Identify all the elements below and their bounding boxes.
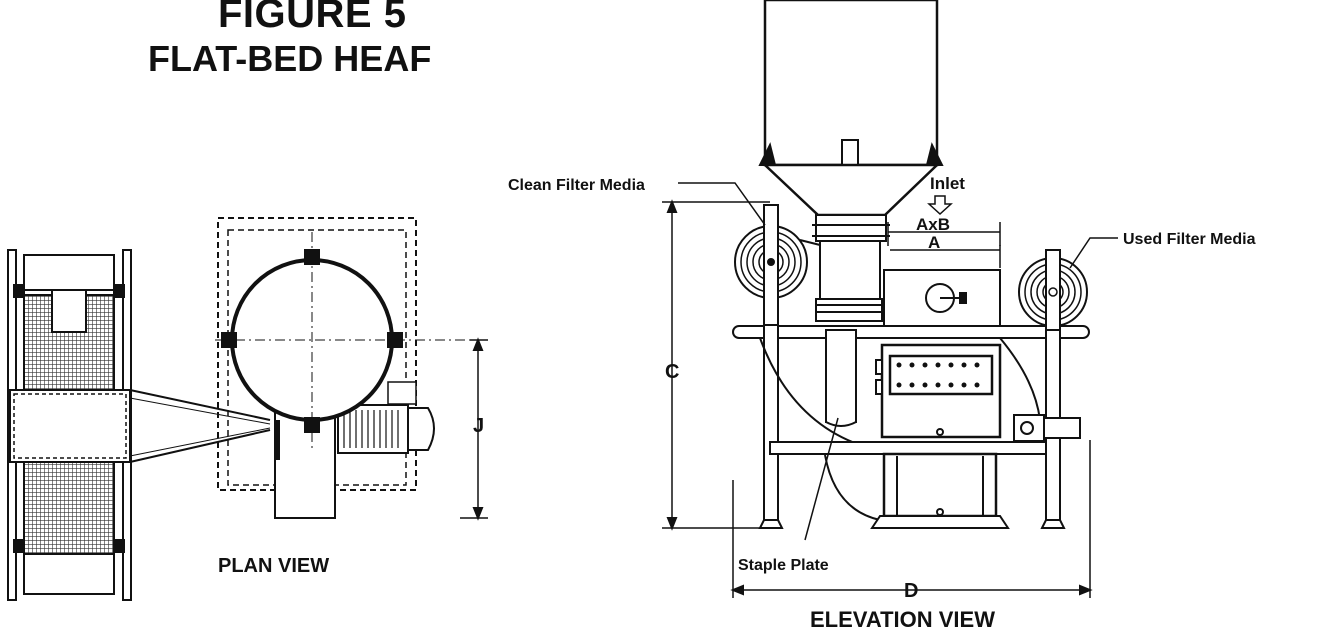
plan-view-label: PLAN VIEW [218,555,330,577]
elevation-view-label: ELEVATION VIEW [810,607,995,632]
plan-bottom-roll [23,553,115,595]
dimension-axb-label: AxB [916,215,950,234]
used-media-leader [1069,237,1118,269]
elev-hopper-bin [763,0,939,167]
elev-valve-body [819,240,881,300]
dimension-d-label: D [904,580,918,602]
dimension-a-label: A [928,233,940,252]
elev-clean-roll [734,204,808,326]
callout-used-filter-media: Used Filter Media [1123,231,1256,248]
plan-bolt [13,284,25,298]
elev-filter-window [888,354,994,396]
elev-table-top [732,325,1090,339]
elev-staple-tube [825,329,857,423]
elev-base-plate [870,515,1010,529]
plan-lug [304,417,320,433]
elev-hopper-cone [761,163,941,217]
dimension-c-label: C [665,361,679,383]
staple-plate-leader [804,417,839,541]
elev-used-roll [1018,249,1088,331]
plan-motor-cap [407,407,435,451]
plan-duct-line [129,429,271,463]
elevation-view-drawing [662,0,1118,598]
plan-upper-mesh [23,294,115,391]
plan-lug [387,332,403,348]
plan-lug [221,332,237,348]
plan-view-drawing [7,217,488,601]
plan-bed-inner [13,393,127,459]
callout-clean-filter-media: Clean Filter Media [508,177,645,194]
clean-media-leader [678,182,766,226]
plan-top-roll [23,254,115,291]
plan-lower-mesh [23,461,115,555]
plan-roll-block-front [51,289,87,333]
plan-bolt [113,284,125,298]
plan-bolt [113,539,125,553]
callout-staple-plate: Staple Plate [738,557,829,574]
elev-valve-neck [815,214,887,242]
plan-duct-line [129,389,271,421]
plan-bolt [13,539,25,553]
elev-valve-flange [815,298,883,322]
elev-fan-housing [882,452,998,518]
figure-subtitle: FLAT-BED HEAF [148,38,432,79]
elev-crossbar [769,441,1047,455]
dimension-j-label: J [473,415,484,437]
figure-title: FIGURE 5 [218,0,407,36]
plan-bed-frame [9,389,131,463]
callout-inlet: Inlet [930,174,965,193]
plan-support-frame [217,217,417,491]
inlet-arrow [927,195,953,216]
plan-lug [304,249,320,265]
